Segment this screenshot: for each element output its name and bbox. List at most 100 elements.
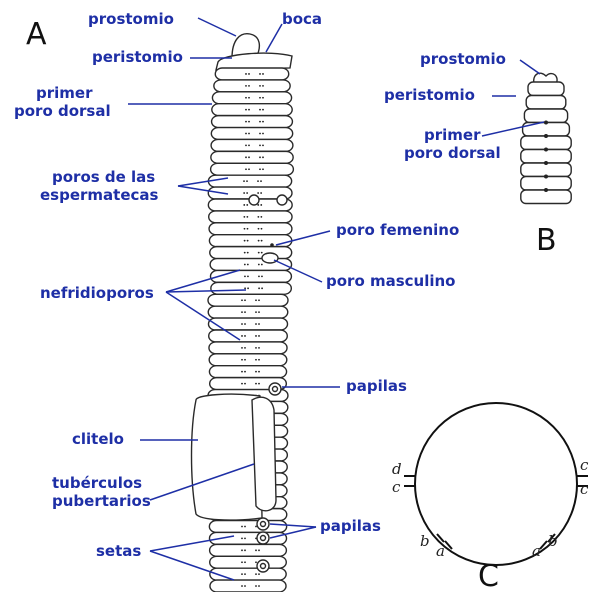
seta-dot (258, 252, 260, 254)
body-segment (211, 128, 292, 140)
label-primer-b2: poro dorsal (404, 144, 501, 162)
seta-dot (262, 121, 264, 123)
panel-b-letter: B (536, 223, 557, 258)
seta-dot (259, 85, 261, 87)
seta-dot (248, 121, 250, 123)
seta-dot (262, 85, 264, 87)
body-segment (208, 175, 291, 187)
seta-dot (255, 549, 257, 551)
body-segment-b (521, 190, 571, 204)
label-seta-d-left: d (392, 460, 402, 478)
seta-dot (258, 371, 260, 373)
papilla-inner (273, 387, 278, 392)
body-segment-b (521, 150, 571, 164)
label-poros-1: poros de las (52, 168, 155, 186)
tubercula-pubertatis (252, 397, 276, 511)
seta-dot (255, 561, 257, 563)
body-segment (209, 521, 286, 533)
body-segment (208, 294, 288, 306)
seta-dot (241, 585, 243, 587)
seta-dot (244, 585, 246, 587)
seta-dot (241, 538, 243, 540)
seta-dot (258, 573, 260, 575)
clitellum (192, 394, 263, 520)
seta-dot (246, 180, 248, 182)
label-seta-a-left: a (436, 542, 445, 560)
label-papilas-1: papilas (346, 377, 407, 395)
body-segments-b (521, 82, 571, 204)
seta-dot (258, 240, 260, 242)
body-segment-b (528, 82, 564, 96)
seta-dot (243, 216, 245, 218)
seta-dot (260, 216, 262, 218)
seta-dot (247, 287, 249, 289)
body-segment (209, 354, 287, 366)
label-poros-2: espermatecas (40, 186, 159, 204)
seta-dot (246, 192, 248, 194)
seta-dot (245, 145, 247, 147)
seta-dot (259, 145, 261, 147)
label-tuberculos-2: pubertarios (52, 492, 151, 510)
seta-dot (259, 109, 261, 111)
seta-dot (244, 264, 246, 266)
body-segment (210, 259, 291, 271)
seta-dot (261, 287, 263, 289)
body-segment (214, 80, 290, 92)
seta-dot (245, 168, 247, 170)
body-segment (211, 163, 294, 175)
seta-dot (244, 228, 246, 230)
seta-dot (257, 216, 259, 218)
label-peristomio-b: peristomio (384, 86, 475, 104)
worm-a (192, 34, 294, 592)
seta-dot (247, 240, 249, 242)
body-segment (215, 68, 288, 80)
seta-dot (244, 323, 246, 325)
seta-dot (241, 299, 243, 301)
seta-dot (259, 73, 261, 75)
body-segment-b (524, 109, 567, 123)
body-segment (211, 139, 293, 151)
seta-dot (241, 359, 243, 361)
body-segment (209, 330, 288, 342)
body-segment-b (521, 163, 571, 177)
seta-dot (244, 549, 246, 551)
seta-dot (244, 561, 246, 563)
body-segment (208, 306, 288, 318)
seta-dot (246, 216, 248, 218)
seta-dot (241, 323, 243, 325)
body-segment (212, 116, 293, 128)
body-segment-b (521, 177, 571, 191)
body-segment (208, 318, 287, 330)
seta-dot (258, 335, 260, 337)
seta-dot (258, 383, 260, 385)
body-segment (210, 556, 287, 568)
seta-dot (241, 347, 243, 349)
seta-dot (261, 264, 263, 266)
panel-a-letter: A (26, 17, 47, 52)
body-segment (210, 247, 292, 259)
label-papilas-2: papilas (320, 517, 381, 535)
body-segment (209, 223, 292, 235)
seta-dot (248, 156, 250, 158)
body-segment (212, 92, 291, 104)
dorsal-pore-dot (544, 161, 548, 165)
seta-dot (248, 97, 250, 99)
seta-dot (247, 264, 249, 266)
papilla-inner (261, 536, 266, 541)
spermathecal-papilla (249, 195, 259, 205)
seta-dot (245, 97, 247, 99)
seta-dot (259, 121, 261, 123)
dorsal-pore-dot (544, 188, 548, 192)
seta-dot (260, 204, 262, 206)
label-prostomio-a: prostomio (88, 10, 174, 28)
seta-dot (261, 240, 263, 242)
seta-dot (244, 335, 246, 337)
seta-dot (245, 121, 247, 123)
female-pore (270, 243, 274, 247)
label-clitelo: clitelo (72, 430, 124, 448)
label-setas: setas (96, 542, 141, 560)
seta-dot (258, 347, 260, 349)
seta-dot (262, 109, 264, 111)
seta-dot (244, 287, 246, 289)
seta-dot (245, 109, 247, 111)
